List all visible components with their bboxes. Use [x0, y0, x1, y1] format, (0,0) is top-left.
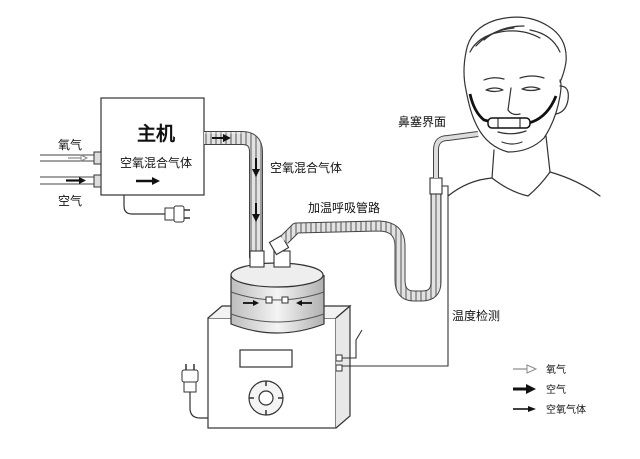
nasal-interface-label: 鼻塞界面 [398, 114, 446, 129]
air-input: 空气 [40, 176, 94, 208]
temperature-probe: 温度检测 [342, 177, 500, 367]
down-flow-arrow-icon [252, 158, 260, 177]
chamber-inlet-port [249, 250, 265, 268]
plug-icon-2 [181, 364, 199, 393]
legend-item-oxygen: 氧气 [513, 363, 566, 376]
main-unit: 主机 空氧混合气体 [100, 97, 205, 196]
legend: 氧气 空气 空氧气体 [513, 363, 586, 416]
mixed-gas-tube-label: 空氧混合气体 [270, 160, 342, 175]
main-unit-title: 主机 [137, 123, 175, 145]
oxygen-input: 氧气 [40, 137, 94, 162]
input-connectors [93, 151, 102, 188]
air-input-label: 空气 [58, 193, 82, 208]
legend-label-oxygen: 氧气 [546, 363, 566, 376]
legend-label-mixed: 空氧气体 [546, 403, 586, 416]
mixed-gas-tube: 空氧混合气体 [204, 131, 342, 258]
hollow-arrow-icon [513, 364, 538, 374]
thin-arrow-icon [513, 406, 536, 412]
chamber-arrow-in-icon [243, 300, 259, 306]
nasal-interface-prongs [487, 117, 531, 129]
right-flow-arrow-icon [212, 134, 231, 142]
cannula-tube [433, 131, 479, 178]
legend-item-mixed: 空氧气体 [513, 403, 586, 416]
humidifier-chamber [230, 234, 325, 334]
bold-arrow-icon [513, 384, 536, 394]
plug-icon [164, 205, 190, 223]
oxygen-flow-arrow-icon [68, 154, 89, 162]
down-flow-arrow-icon-2 [252, 203, 260, 222]
heated-breathing-tube: 加温呼吸管路 [280, 190, 442, 302]
temperature-probe-label: 温度检测 [452, 308, 500, 323]
legend-label-air: 空气 [546, 383, 566, 396]
oxygen-input-label: 氧气 [58, 137, 82, 152]
main-unit-flow-arrow-icon [136, 177, 160, 185]
legend-item-air: 空气 [513, 383, 566, 396]
patient-illustration [447, 16, 601, 197]
air-flow-arrow-icon [66, 177, 86, 184]
nasal-cannula: 鼻塞界面 [398, 93, 558, 129]
control-knob[interactable] [248, 380, 284, 416]
chamber-arrow-out-icon [296, 300, 312, 306]
heated-tube-label: 加温呼吸管路 [308, 200, 380, 215]
base-power-cord [181, 364, 208, 419]
main-unit-subtitle: 空氧混合气体 [120, 155, 192, 170]
temperature-sensor [429, 177, 443, 195]
display-screen [239, 349, 293, 368]
main-unit-power-cord [123, 195, 190, 223]
